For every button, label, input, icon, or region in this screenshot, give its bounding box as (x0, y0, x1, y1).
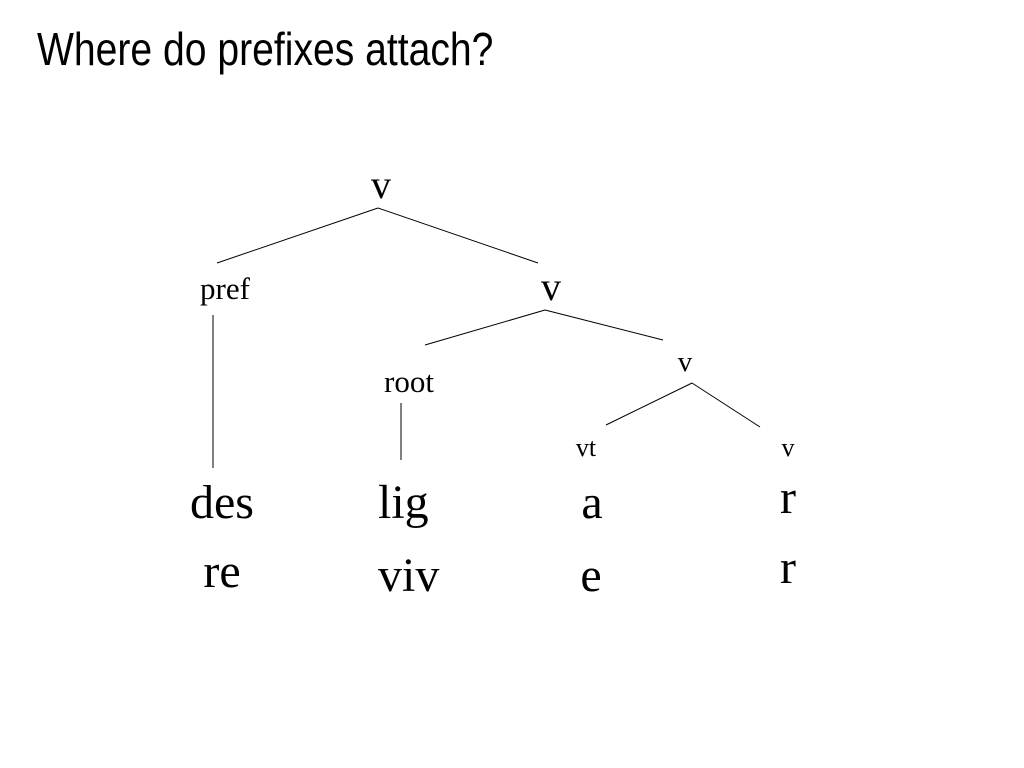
word-a: a (581, 476, 602, 529)
node-v-root: v (371, 162, 391, 207)
word-re: re (203, 545, 240, 598)
branch-v-to-root (424, 309, 546, 346)
word-e: e (580, 549, 601, 602)
word-des: des (190, 476, 254, 529)
word-viv: viv (378, 549, 439, 602)
branch-v-lower-to-vt (605, 382, 693, 426)
node-v-inner: v (541, 264, 561, 309)
node-v-lower: v (678, 346, 693, 378)
branch-v-to-pref (216, 207, 379, 264)
word-r2: r (780, 541, 796, 594)
branch-v-to-v (377, 207, 539, 264)
node-root: root (384, 364, 434, 399)
word-r1: r (780, 471, 796, 524)
node-v-suffix: v (782, 433, 795, 462)
branch-v-lower-to-v (691, 382, 761, 428)
node-pref: pref (200, 271, 251, 306)
node-vt: vt (576, 433, 597, 462)
slide-title: Where do prefixes attach? (37, 23, 494, 75)
branch-v-to-v-lower (544, 309, 664, 341)
word-lig: lig (378, 476, 429, 529)
